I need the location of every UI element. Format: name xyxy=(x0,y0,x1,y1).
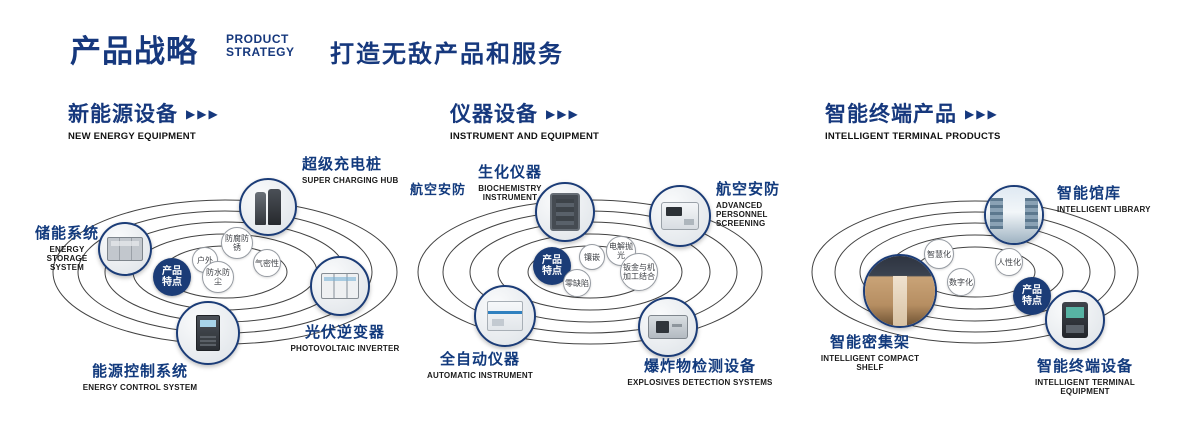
page-title: 产品战略 xyxy=(70,34,198,69)
page-title-en: PRODUCT STRATEGY xyxy=(226,33,294,59)
label-en: ENERGY STORAGE SYSTEM xyxy=(46,245,88,272)
biochemistry-instrument-image xyxy=(550,193,580,231)
label-photovoltaic-inverter: 光伏逆变器 PHOTOVOLTAIC INVERTER xyxy=(285,321,405,353)
feature-tag-anticorrosion: 防腐防锈 xyxy=(221,227,253,259)
super-charging-hub-image xyxy=(253,189,283,225)
section-subtitle: NEW ENERGY EQUIPMENT xyxy=(68,131,196,142)
feature-tag-inlay: 镶嵌 xyxy=(579,244,605,270)
label-en: EXPLOSIVES DETECTION SYSTEMS xyxy=(627,378,773,387)
intelligent-library-image xyxy=(986,187,1042,243)
label-intelligent-terminal-equipment: 智能终端设备 INTELLIGENT TERMINAL EQUIPMENT xyxy=(1010,355,1160,396)
label-cn: 智能馆库 xyxy=(1057,185,1122,202)
product-feature-badge-label: 产品特点 xyxy=(1022,285,1042,307)
label-en: SUPER CHARGING HUB xyxy=(302,176,399,185)
label-automatic-instrument: 全自动仪器 AUTOMATIC INSTRUMENT xyxy=(415,348,545,380)
energy-storage-circle xyxy=(98,222,152,276)
personnel-screening-image xyxy=(661,202,699,230)
feature-tag-digital: 数字化 xyxy=(947,268,975,296)
section-header-intelligent-terminal: 智能终端产品 ▶▶▶ INTELLIGENT TERMINAL PRODUCTS xyxy=(825,98,1001,142)
label-energy-control-system: 能源控制系统 ENERGY CONTROL SYSTEM xyxy=(60,360,220,392)
feature-tag-waterproof: 防水防尘 xyxy=(202,261,234,293)
automatic-instrument-circle xyxy=(474,285,536,347)
label-cn: 智能终端设备 xyxy=(1036,358,1133,375)
label-personnel-screening: 航空安防 ADVANCED PERSONNEL SCREENING xyxy=(716,178,804,228)
section-subtitle: INSTRUMENT AND EQUIPMENT xyxy=(450,131,600,142)
product-feature-badge: 产品特点 xyxy=(153,258,191,296)
photovoltaic-inverter-circle xyxy=(310,256,370,316)
label-en: BIOCHEMISTRY INSTRUMENT xyxy=(478,184,542,202)
section-subtitle: INTELLIGENT TERMINAL PRODUCTS xyxy=(825,131,1001,142)
intelligent-library-circle xyxy=(984,185,1044,245)
label-cn: 生化仪器 xyxy=(477,164,542,181)
automatic-instrument-image xyxy=(487,301,523,331)
section-title: 智能终端产品 xyxy=(825,103,957,126)
explosives-detection-circle xyxy=(638,297,698,357)
product-feature-badge-label: 产品特点 xyxy=(162,266,182,288)
intelligent-terminal-equipment-image xyxy=(1062,302,1088,338)
label-aviation-security-left: 航空安防 xyxy=(398,179,478,198)
label-cn: 智能密集架 xyxy=(829,334,910,351)
label-biochemistry-instrument: 生化仪器 BIOCHEMISTRY INSTRUMENT xyxy=(450,161,570,202)
label-cn: 能源控制系统 xyxy=(91,363,188,380)
orbit-rings xyxy=(811,200,1139,344)
triple-chevron-icon: ▶▶▶ xyxy=(965,107,999,121)
label-en: INTELLIGENT TERMINAL EQUIPMENT xyxy=(1035,378,1135,396)
personnel-screening-circle xyxy=(649,185,711,247)
intelligent-compact-shelf-image xyxy=(865,256,935,326)
super-charging-hub-circle xyxy=(239,178,297,236)
product-feature-badge-label: 产品特点 xyxy=(542,255,562,277)
product-feature-badge: 产品特点 xyxy=(1013,277,1051,315)
feature-tag-zero-defect: 零缺陷 xyxy=(563,269,591,297)
label-intelligent-compact-shelf: 智能密集架 INTELLIGENT COMPACT SHELF xyxy=(810,331,930,372)
label-en: PHOTOVOLTAIC INVERTER xyxy=(290,344,400,353)
label-energy-storage: 储能系统 ENERGY STORAGE SYSTEM xyxy=(32,222,102,272)
page-title-en-line2: STRATEGY xyxy=(226,45,295,59)
energy-control-system-circle xyxy=(176,301,240,365)
label-cn: 光伏逆变器 xyxy=(304,324,385,341)
label-super-charging-hub: 超级充电桩 SUPER CHARGING HUB xyxy=(302,153,420,185)
triple-chevron-icon: ▶▶▶ xyxy=(186,107,220,121)
page-title-en-line1: PRODUCT xyxy=(226,32,289,46)
section-instrument: 仪器设备 ▶▶▶ INSTRUMENT AND EQUIPMENT 生化仪器 B… xyxy=(410,95,800,415)
label-en: ENERGY CONTROL SYSTEM xyxy=(82,383,198,392)
label-en: AUTOMATIC INSTRUMENT xyxy=(427,371,533,380)
label-cn: 全自动仪器 xyxy=(439,351,520,368)
section-new-energy: 新能源设备 ▶▶▶ NEW ENERGY EQUIPMENT 储能系统 ENER… xyxy=(30,95,420,415)
label-explosives-detection: 爆炸物检测设备 EXPLOSIVES DETECTION SYSTEMS xyxy=(620,355,780,387)
intelligent-terminal-equipment-circle xyxy=(1045,290,1105,350)
label-cn: 超级充电桩 xyxy=(302,156,383,173)
page-subtitle: 打造无敌产品和服务 xyxy=(330,41,564,68)
triple-chevron-icon: ▶▶▶ xyxy=(546,107,580,121)
label-en: INTELLIGENT COMPACT SHELF xyxy=(820,354,920,372)
label-cn: 航空安防 xyxy=(716,181,781,198)
section-title: 新能源设备 xyxy=(68,103,178,126)
label-intelligent-library: 智能馆库 INTELLIGENT LIBRARY xyxy=(1057,182,1157,214)
intelligent-compact-shelf-circle xyxy=(863,254,937,328)
section-intelligent-terminal: 智能终端产品 ▶▶▶ INTELLIGENT TERMINAL PRODUCTS… xyxy=(800,95,1200,415)
energy-storage-image xyxy=(107,237,143,261)
explosives-detection-image xyxy=(648,315,688,339)
energy-control-system-image xyxy=(196,315,220,351)
biochemistry-instrument-circle xyxy=(535,182,595,242)
feature-tag-sheetmetal-machining: 钣金与机加工结合 xyxy=(620,253,658,291)
feature-tag-airtight: 气密性 xyxy=(253,249,281,277)
section-header-instrument: 仪器设备 ▶▶▶ INSTRUMENT AND EQUIPMENT xyxy=(450,98,599,142)
label-en: INTELLIGENT LIBRARY xyxy=(1057,205,1151,214)
section-title: 仪器设备 xyxy=(450,103,538,126)
label-cn: 储能系统 xyxy=(34,225,99,242)
label-en: ADVANCED PERSONNEL SCREENING xyxy=(716,201,768,228)
section-header-new-energy: 新能源设备 ▶▶▶ NEW ENERGY EQUIPMENT xyxy=(68,98,220,142)
label-cn: 航空安防 xyxy=(409,182,466,197)
label-cn: 爆炸物检测设备 xyxy=(643,358,756,375)
feature-tag-humanized: 人性化 xyxy=(995,248,1023,276)
photovoltaic-inverter-image xyxy=(321,273,359,299)
